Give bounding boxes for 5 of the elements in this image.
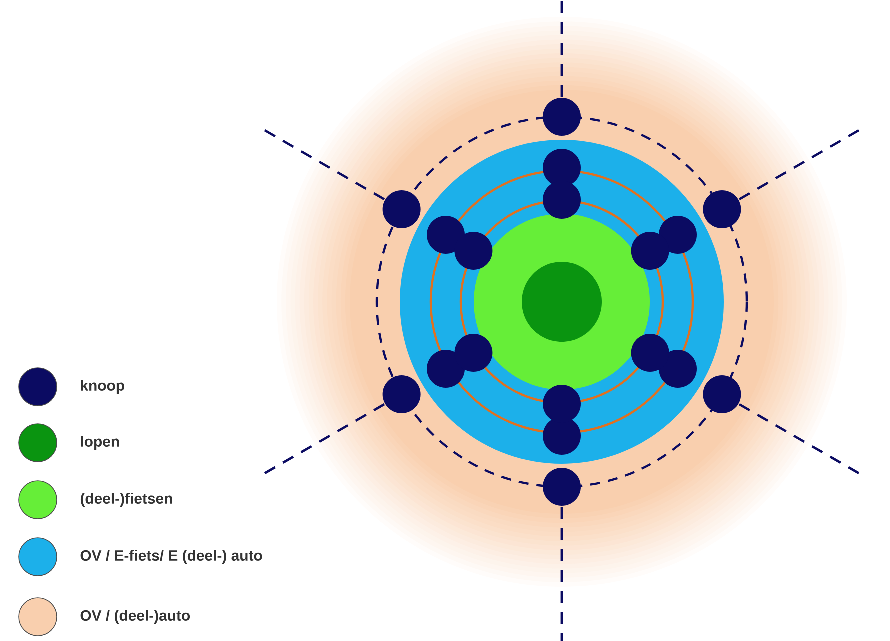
legend-label: knoop bbox=[81, 380, 124, 394]
legend-label: OV / E-fiets/ E (deel-) auto bbox=[80, 550, 262, 564]
legend-label: OV / (deel-)auto bbox=[80, 610, 190, 624]
legend-label: (deel-)fietsen bbox=[80, 493, 172, 507]
legend-label: lopen bbox=[81, 436, 120, 450]
